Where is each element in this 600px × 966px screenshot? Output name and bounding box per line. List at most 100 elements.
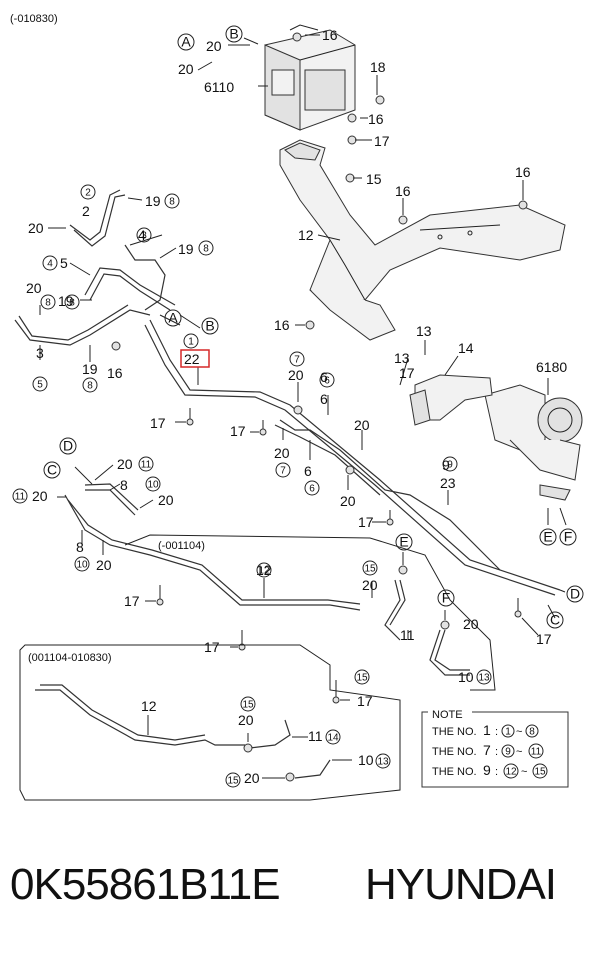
callout-c12: 12	[256, 562, 272, 578]
letter-B: B	[229, 26, 238, 42]
part-number: 0K55861B11E	[10, 860, 281, 909]
callout-c20: 20	[28, 220, 44, 236]
circle-number-n8: 8	[169, 197, 175, 208]
callout-c19: 19	[145, 193, 161, 209]
inset-mid-frame: (-001104)	[124, 534, 496, 691]
callout-c13: 13	[416, 323, 432, 339]
svg-text::: :	[495, 726, 498, 738]
circle-marker	[164, 193, 180, 209]
callout-c22: 22	[184, 351, 200, 367]
circle-marker	[442, 456, 458, 472]
circle-marker	[354, 669, 370, 685]
callout-c8: 8	[120, 477, 128, 493]
callout-c16: 16	[274, 317, 290, 333]
circle-marker	[476, 669, 492, 685]
callout-c20: 20	[96, 557, 112, 573]
callout-c16: 16	[515, 164, 531, 180]
callout-c20: 20	[238, 712, 254, 728]
circle-marker	[362, 560, 378, 576]
leader-lines	[39, 34, 567, 701]
vent-duct	[409, 374, 493, 426]
callout-c18: 18	[370, 59, 386, 75]
letter-marker	[395, 533, 413, 551]
callout-c10: 10	[458, 669, 474, 685]
circle-marker	[289, 351, 305, 367]
note-box: NOTE THE NO. 1 : 1 ~ 8 THE NO. 7 : 9 ~ 1…	[421, 706, 569, 788]
air-duct	[279, 139, 566, 341]
callout-c8: 8	[76, 539, 84, 555]
circle-number-n6: 6	[309, 484, 315, 495]
note-row-1-label: THE NO.	[432, 726, 477, 738]
letter-C: C	[47, 462, 57, 478]
callout-c6180: 6180	[536, 359, 567, 375]
callout-c19: 19	[178, 241, 194, 257]
callout-c17: 17	[536, 631, 552, 647]
circle-marker	[136, 227, 152, 243]
brand-name: HYUNDAI	[365, 860, 557, 909]
letter-marker	[566, 585, 584, 603]
circle-marker	[12, 488, 28, 504]
letter-C: C	[550, 612, 560, 628]
circle-number-n9: 9	[447, 460, 453, 471]
letter-marker	[539, 528, 557, 546]
footer: 0K55861B11E HYUNDAI	[0, 850, 600, 940]
callout-c20: 20	[117, 456, 133, 472]
circle-number-n15: 15	[242, 700, 254, 711]
note-row-2-num: 7	[483, 742, 491, 758]
revision-label: (-010830)	[10, 13, 58, 25]
circle-number-n5: 5	[37, 380, 43, 391]
callout-c17: 17	[204, 639, 220, 655]
circle-marker	[138, 456, 154, 472]
circle-number-n8: 8	[69, 298, 75, 309]
circle-number-n13: 13	[478, 673, 490, 684]
note-row-3-label: THE NO.	[432, 766, 477, 778]
circle-number-n1: 1	[188, 337, 194, 348]
blower-unit	[484, 384, 583, 501]
letter-A: A	[168, 310, 178, 326]
callout-c12: 12	[141, 698, 157, 714]
circle-number-n8: 8	[87, 381, 93, 392]
circle-marker	[198, 240, 214, 256]
circle-number-n13: 13	[377, 757, 389, 768]
callout-c20: 20	[288, 367, 304, 383]
circle-marker	[304, 480, 320, 496]
callout-c11: 11	[308, 728, 323, 744]
letter-F: F	[564, 529, 573, 545]
callout-c20: 20	[206, 38, 222, 54]
callout-c6: 6	[320, 391, 328, 407]
note-row-1-num: 1	[483, 722, 491, 738]
circle-marker	[275, 462, 291, 478]
circle-number-n15: 15	[356, 673, 368, 684]
callout-c6: 6	[320, 369, 328, 385]
callout-c20: 20	[362, 577, 378, 593]
circle-number-n14: 14	[327, 733, 339, 744]
letter-marker	[546, 611, 564, 629]
letter-marker	[164, 309, 182, 327]
circle-number-n7: 7	[280, 466, 286, 477]
callout-c11: 11	[400, 627, 415, 643]
svg-text:~: ~	[521, 766, 527, 778]
inset-mid-label: (-001104)	[158, 540, 205, 552]
callout-c20: 20	[26, 280, 42, 296]
circle-marker	[32, 376, 48, 392]
svg-text:~: ~	[516, 746, 522, 758]
letter-marker	[201, 317, 219, 335]
callout-c17: 17	[150, 415, 166, 431]
letter-E: E	[399, 534, 408, 550]
hoses	[14, 189, 561, 676]
circle-marker	[240, 696, 256, 712]
callout-c15: 15	[366, 171, 382, 187]
letter-B: B	[205, 318, 214, 334]
circle-marker	[225, 772, 241, 788]
svg-text::: :	[495, 766, 498, 778]
note-row-2-to: 11	[531, 747, 542, 758]
circle-number-n15: 15	[227, 776, 239, 787]
svg-text::: :	[495, 746, 498, 758]
circle-marker	[183, 333, 199, 349]
circle-number-n2: 2	[85, 188, 91, 199]
circle-marker	[319, 372, 335, 388]
callout-c13: 13	[394, 350, 410, 366]
bolts	[111, 32, 528, 704]
circle-number-n10: 10	[76, 560, 88, 571]
